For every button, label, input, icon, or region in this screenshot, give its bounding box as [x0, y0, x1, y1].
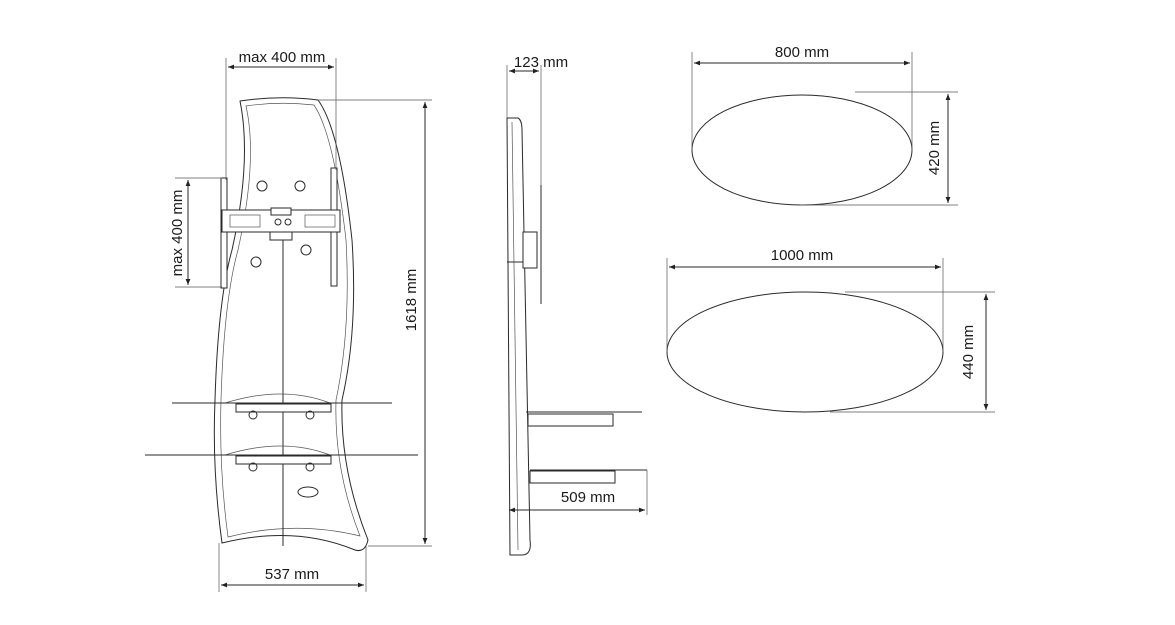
dimension-mount-height: max 400 mm [169, 177, 222, 288]
large-shelf-width-label: 1000 mm [771, 247, 834, 264]
large-shelf-top-view: 1000 mm 440 mm [666, 247, 995, 413]
stand-panel [213, 97, 369, 551]
total-height-label: 1618 mm [403, 269, 420, 332]
glass-shelf-lower [145, 445, 418, 472]
side-bracket [522, 231, 538, 269]
mount-width-label: max 400 mm [239, 49, 326, 66]
mount-height-label: max 400 mm [169, 190, 186, 277]
side-shelf-lower [529, 469, 647, 484]
dimension-shelf-depth: 509 mm [509, 470, 648, 515]
dimension-base-width: 537 mm [218, 543, 367, 592]
dimension-mount-depth: 123 mm [506, 54, 568, 185]
mounting-holes [250, 180, 312, 268]
side-panel [506, 117, 531, 556]
small-shelf-width-label: 800 mm [775, 44, 829, 61]
tv-mount-bracket [220, 167, 341, 289]
side-view: 123 mm 509 mm [506, 54, 648, 556]
dimension-total-height: 1618 mm [318, 99, 432, 547]
front-view: max 400 mm max 400 mm 1618 mm 537 mm [145, 49, 432, 592]
large-shelf-depth-label: 440 mm [960, 325, 977, 379]
side-shelf-upper [526, 411, 642, 427]
large-shelf-outline [666, 291, 944, 413]
small-shelf-outline [691, 94, 913, 206]
shelf-depth-label: 509 mm [561, 489, 615, 506]
dimension-mount-width: max 400 mm [225, 49, 337, 180]
mount-depth-label: 123 mm [514, 54, 568, 71]
base-width-label: 537 mm [265, 566, 319, 583]
brand-logo [297, 486, 319, 498]
glass-shelf-upper [172, 393, 392, 420]
small-shelf-top-view: 800 mm 420 mm [691, 44, 958, 206]
small-shelf-depth-label: 420 mm [926, 121, 943, 175]
